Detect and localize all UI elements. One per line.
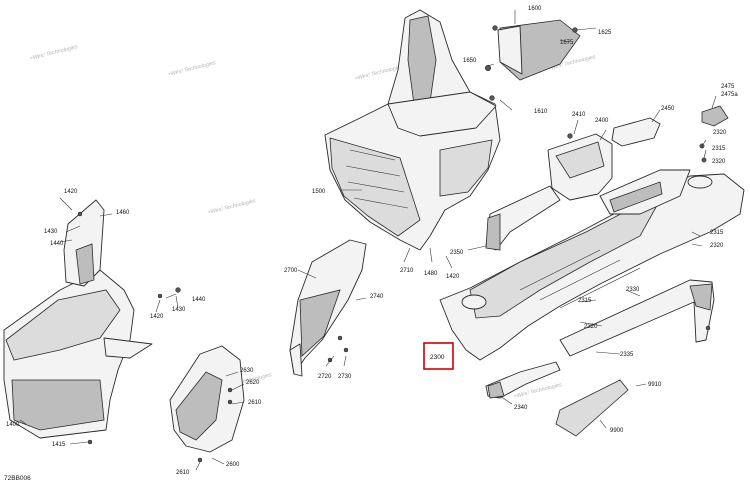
callout-1600: 1600	[528, 6, 542, 12]
insert-2400	[547, 133, 613, 201]
callout-2400: 2400	[595, 118, 609, 124]
callout-2320-top: 2320	[713, 130, 727, 136]
callout-1420-left: 1420	[64, 189, 78, 195]
callout-2450: 2450	[661, 106, 675, 112]
watermark: +Wes! Technologies	[29, 44, 79, 62]
callout-2720: 2720	[318, 374, 332, 380]
callout-1440-left: 1440	[50, 241, 64, 247]
front-panel-1400	[3, 199, 181, 445]
callout-2740: 2740	[370, 294, 384, 300]
callout-2335: 2335	[620, 352, 634, 358]
highlighted-callout: 2300	[423, 342, 454, 370]
callout-1675: 1675	[560, 40, 574, 46]
callout-1430-right: 1430	[172, 307, 186, 313]
callout-1610: 1610	[534, 109, 548, 115]
callout-2410: 2410	[572, 112, 586, 118]
callout-1430-left: 1430	[44, 229, 58, 235]
callout-2320-low: 2320	[584, 324, 598, 330]
plate-9900	[555, 379, 629, 437]
callout-2610-left: 2610	[176, 470, 190, 476]
callout-2315-top: 2315	[712, 146, 726, 152]
callout-2340: 2340	[514, 405, 528, 411]
callout-2710: 2710	[400, 268, 414, 274]
knob-2475	[699, 105, 729, 163]
callout-1500: 1500	[312, 189, 326, 195]
callout-1400: 1400	[6, 422, 20, 428]
rail-2330	[559, 279, 715, 357]
upper-shroud-1500	[324, 9, 501, 251]
callout-9900: 9900	[610, 428, 624, 434]
callout-2330: 2330	[626, 287, 640, 293]
callout-1650: 1650	[463, 58, 477, 64]
lid-2450	[611, 117, 661, 147]
callout-2475: 2475	[721, 84, 735, 90]
callout-2315-mid: 2315	[710, 230, 724, 236]
callout-1480: 1480	[424, 271, 438, 277]
callout-1420-center: 1420	[446, 274, 460, 280]
highlight-box	[423, 342, 454, 370]
bracket-2340	[485, 361, 561, 399]
callout-1460: 1460	[116, 210, 130, 216]
diagram-ref-code: 72BB006	[4, 475, 31, 482]
callout-2320-mid: 2320	[712, 159, 726, 165]
callout-2620: 2620	[246, 380, 260, 386]
callout-2320-right: 2320	[710, 243, 724, 249]
highlight-part-number: 2300	[430, 354, 445, 361]
watermark: +Wes! Technologies	[167, 60, 217, 78]
panel-1600	[484, 19, 581, 101]
callout-1625: 1625	[598, 30, 612, 36]
watermark: +Wes! Technologies	[207, 198, 257, 216]
callout-2315-low: 2315	[578, 298, 592, 304]
lower-panel-2600	[169, 345, 245, 463]
callout-2630: 2630	[240, 368, 254, 374]
side-panel-2700	[289, 239, 367, 377]
leader-lines	[19, 10, 717, 471]
callout-2600: 2600	[226, 462, 240, 468]
callout-1415: 1415	[52, 442, 66, 448]
callout-2610-right: 2610	[248, 400, 262, 406]
callout-2730: 2730	[338, 374, 352, 380]
callout-1440-right: 1440	[192, 297, 206, 303]
callout-2475a: 2475a	[721, 92, 738, 98]
callout-2350: 2350	[450, 250, 464, 256]
callout-9910: 9910	[648, 382, 662, 388]
callout-2700: 2700	[284, 268, 298, 274]
callouts: 1600 1625 1675 1650 1610 2410 2400 2450 …	[6, 6, 738, 476]
console-2300	[439, 169, 745, 361]
callout-1420-right: 1420	[150, 314, 164, 320]
